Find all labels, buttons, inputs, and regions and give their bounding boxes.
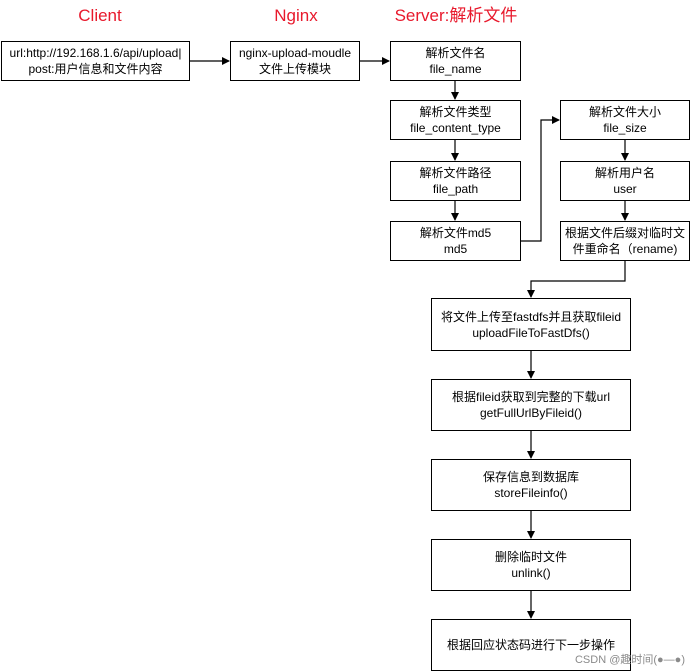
delete-temp-line1: 删除临时文件 <box>494 550 567 564</box>
client-request-line2: post:用户信息和文件内容 <box>28 62 163 76</box>
parse-file-size-line2: file_size <box>603 121 647 135</box>
nginx-module-line1: nginx-upload-moudle <box>238 46 352 60</box>
parse-content-type-box: 解析文件类型 file_content_type <box>390 100 521 140</box>
parse-user-box: 解析用户名 user <box>560 161 690 201</box>
rename-box: 根据文件后缀对临时文 件重命名（rename) <box>560 221 690 261</box>
nginx-module-box: nginx-upload-moudle 文件上传模块 <box>230 41 360 81</box>
client-request-box: url:http://192.168.1.6/api/upload| post:… <box>1 41 190 81</box>
arrow-md5-to-size <box>521 116 560 242</box>
parse-file-name-line1: 解析文件名 <box>425 46 486 60</box>
parse-content-type-line2: file_content_type <box>410 121 501 135</box>
get-full-url-line1: 根据fileid获取到完整的下载url <box>451 390 611 404</box>
get-full-url-line2: getFullUrlByFileid() <box>479 406 583 420</box>
parse-file-path-line1: 解析文件路径 <box>419 166 492 180</box>
parse-user-line2: user <box>613 182 637 196</box>
store-info-line2: storeFileinfo() <box>494 486 568 500</box>
rename-line1: 根据文件后缀对临时文 <box>565 226 686 240</box>
header-client: Client <box>78 6 122 25</box>
next-step-box: 根据回应状态码进行下一步操作 <box>431 619 631 671</box>
parse-file-name-line2: file_name <box>429 62 482 76</box>
get-full-url-box: 根据fileid获取到完整的下载url getFullUrlByFileid() <box>431 379 631 431</box>
next-step-line1: 根据回应状态码进行下一步操作 <box>446 638 615 652</box>
parse-md5-line1: 解析文件md5 <box>419 226 492 240</box>
upload-fastdfs-box: 将文件上传至fastdfs并且获取fileid uploadFileToFast… <box>431 298 631 351</box>
parse-file-path-line2: file_path <box>432 182 479 196</box>
parse-file-size-box: 解析文件大小 file_size <box>560 100 690 140</box>
store-info-line1: 保存信息到数据库 <box>482 470 579 484</box>
parse-md5-line2: md5 <box>443 242 468 256</box>
parse-file-name-box: 解析文件名 file_name <box>390 41 521 81</box>
upload-fastdfs-line1: 将文件上传至fastdfs并且获取fileid <box>440 309 622 324</box>
parse-content-type-line1: 解析文件类型 <box>419 105 492 119</box>
header-nginx: Nginx <box>274 6 318 25</box>
upload-fastdfs-line2: uploadFileToFastDfs() <box>472 325 590 340</box>
store-info-box: 保存信息到数据库 storeFileinfo() <box>431 459 631 511</box>
parse-file-path-box: 解析文件路径 file_path <box>390 161 521 201</box>
parse-md5-box: 解析文件md5 md5 <box>390 221 521 261</box>
arrow-rename-to-upload <box>527 261 626 298</box>
rename-line2: 件重命名（rename) <box>572 242 678 256</box>
parse-user-line1: 解析用户名 <box>594 166 655 180</box>
client-request-line1: url:http://192.168.1.6/api/upload| <box>9 46 182 60</box>
parse-file-size-line1: 解析文件大小 <box>588 105 661 119</box>
nginx-module-line2: 文件上传模块 <box>258 62 331 76</box>
delete-temp-line2: unlink() <box>511 566 551 580</box>
delete-temp-box: 删除临时文件 unlink() <box>431 539 631 591</box>
watermark: CSDN @趣时间(●—●) <box>574 654 685 666</box>
header-server: Server:解析文件 <box>394 6 518 25</box>
